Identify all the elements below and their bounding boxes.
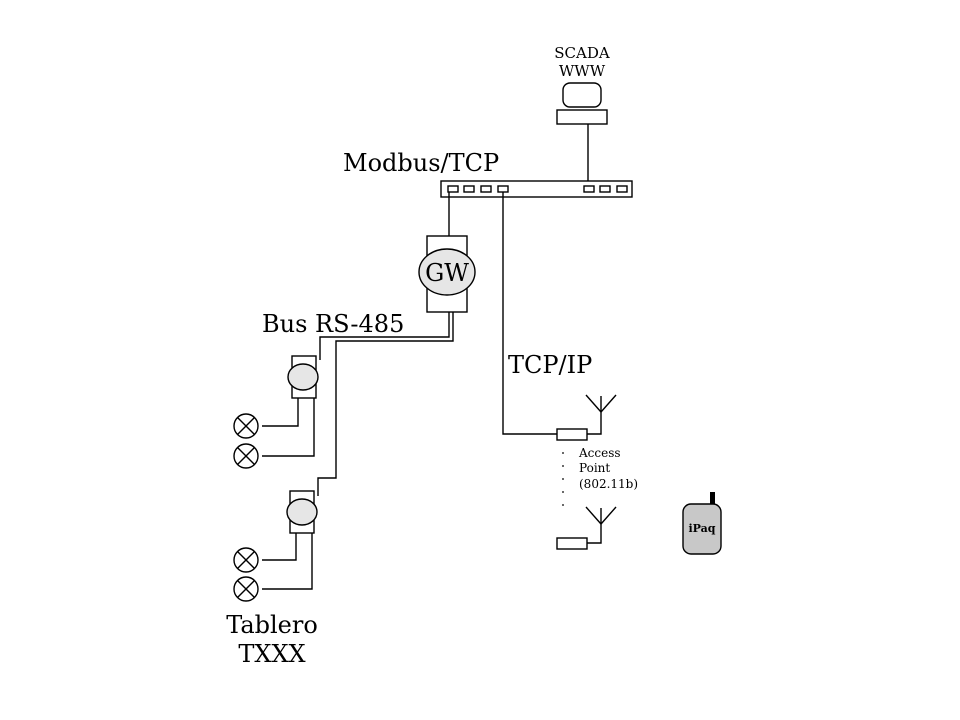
lamp-cross	[237, 417, 255, 435]
scada-monitor	[562, 82, 602, 108]
lamp-wire	[262, 533, 297, 561]
access-point-lower	[556, 506, 617, 550]
lamp-4	[233, 576, 259, 602]
node-disc	[286, 498, 318, 526]
scada-base	[556, 109, 608, 125]
lamp-cross	[237, 551, 255, 569]
gateway-label: GW	[425, 259, 469, 287]
ipaq-device: iPaq	[682, 492, 722, 555]
ipaq-body	[682, 503, 722, 555]
ipaq-label: iPaq	[689, 522, 716, 535]
switch-body	[440, 180, 633, 198]
lamp-wire	[262, 398, 315, 457]
bus-label: Bus RS-485	[262, 310, 404, 338]
tcpip-wire	[502, 192, 557, 435]
switch-port	[447, 185, 459, 193]
lamp-cross	[237, 447, 255, 465]
tablero-id-label: TXXX	[238, 640, 305, 668]
antenna-mast	[587, 396, 602, 435]
scada-computer: SCADA WWW	[554, 44, 610, 125]
field-node-2	[286, 490, 318, 534]
lamp-wire	[262, 398, 299, 427]
gateway-device: GW	[418, 235, 476, 313]
client-box	[556, 537, 588, 550]
switch-port	[616, 185, 628, 193]
bus-wire-a	[319, 312, 450, 360]
lamp-2	[233, 443, 259, 469]
switch-port	[583, 185, 595, 193]
modbus-label: Modbus/TCP	[343, 149, 499, 177]
network-switch	[440, 180, 633, 198]
www-label: WWW	[559, 62, 606, 80]
bus-wire-b	[317, 312, 454, 496]
ap-label-line3: (802.11b)	[579, 477, 638, 491]
access-point-upper	[556, 394, 617, 441]
lamp-cross	[237, 580, 255, 598]
ipaq-antenna	[710, 492, 715, 506]
lamp-3	[233, 547, 259, 573]
scada-label: SCADA	[554, 44, 610, 62]
ap-label-line2: Point	[579, 461, 610, 475]
antenna-arm	[585, 394, 602, 413]
wireless-link	[562, 452, 564, 506]
switch-port	[480, 185, 492, 193]
antenna-arm	[585, 506, 602, 525]
switch-port	[599, 185, 611, 193]
tablero-label: Tablero	[226, 611, 318, 639]
lamp-wire	[262, 533, 313, 590]
ap-label-line1: Access	[578, 446, 621, 460]
antenna-arm	[600, 506, 617, 525]
ap-box	[556, 428, 588, 441]
tcpip-label: TCP/IP	[508, 351, 592, 379]
switch-port	[497, 185, 509, 193]
lamp-1	[233, 413, 259, 439]
node-disc	[287, 363, 319, 391]
gateway-disc	[418, 248, 476, 296]
switch-port	[463, 185, 475, 193]
antenna-arm	[600, 394, 617, 413]
field-node-1	[287, 355, 319, 399]
antenna-mast	[587, 508, 602, 544]
